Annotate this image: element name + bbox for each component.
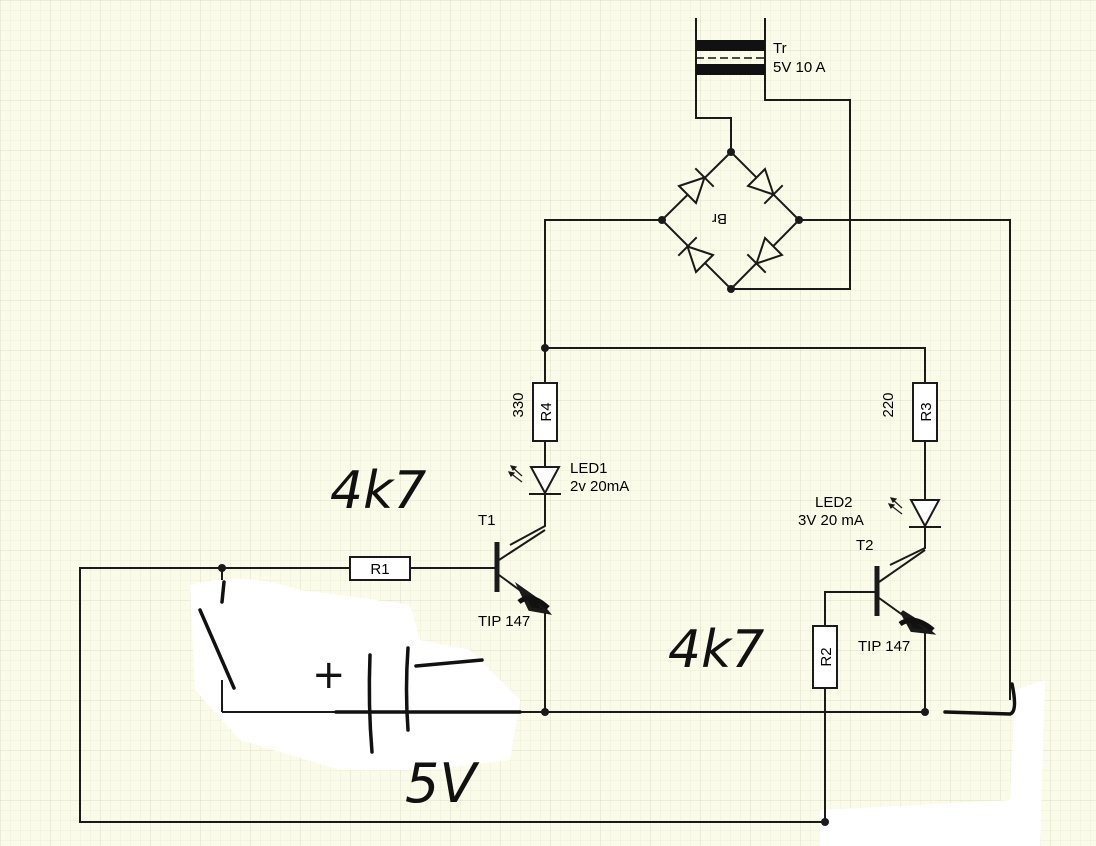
resistor-r3-name: R3	[918, 402, 935, 421]
led2-symbol	[887, 497, 941, 529]
led1-rating: 2v 20mA	[570, 478, 629, 495]
handwritten-r2-value: 4k7	[668, 620, 764, 680]
transformer-rating: 5V 10 A	[773, 59, 826, 76]
transistor-t1-part: TIP 147	[478, 613, 530, 630]
transistor-t2	[874, 549, 937, 635]
handwritten-r1-value: 4k7	[330, 461, 426, 521]
handwritten-battery-strokes	[198, 580, 1017, 754]
transistor-t1	[494, 529, 553, 615]
resistor-r2-name: R2	[818, 647, 835, 666]
transistor-t1-name: T1	[478, 512, 496, 529]
transformer-name: Tr	[773, 40, 787, 57]
resistor-r3	[912, 382, 938, 442]
resistor-r4	[532, 382, 558, 442]
handwritten-plus: +	[312, 652, 346, 698]
erased-areas	[190, 578, 1045, 846]
wires	[79, 18, 1011, 823]
transistor-t2-name: T2	[856, 537, 874, 554]
resistor-r4-value: 330	[510, 392, 527, 417]
handwritten-supply-voltage: 5V	[405, 752, 480, 815]
led1-symbol	[507, 465, 561, 496]
resistor-r3-value: 220	[880, 392, 897, 417]
bridge-name: Br	[712, 210, 727, 227]
resistor-r1	[349, 556, 411, 581]
led1-name: LED1	[570, 460, 608, 477]
resistor-r1-name: R1	[370, 561, 389, 578]
bridge-rectifier	[660, 150, 801, 291]
resistor-r4-name: R4	[538, 402, 555, 421]
led2-rating: 3V 20 mA	[798, 512, 864, 529]
led2-name: LED2	[815, 494, 853, 511]
transformer-symbol	[696, 40, 765, 75]
resistor-r2	[812, 625, 838, 689]
transistor-t2-part: TIP 147	[858, 638, 910, 655]
